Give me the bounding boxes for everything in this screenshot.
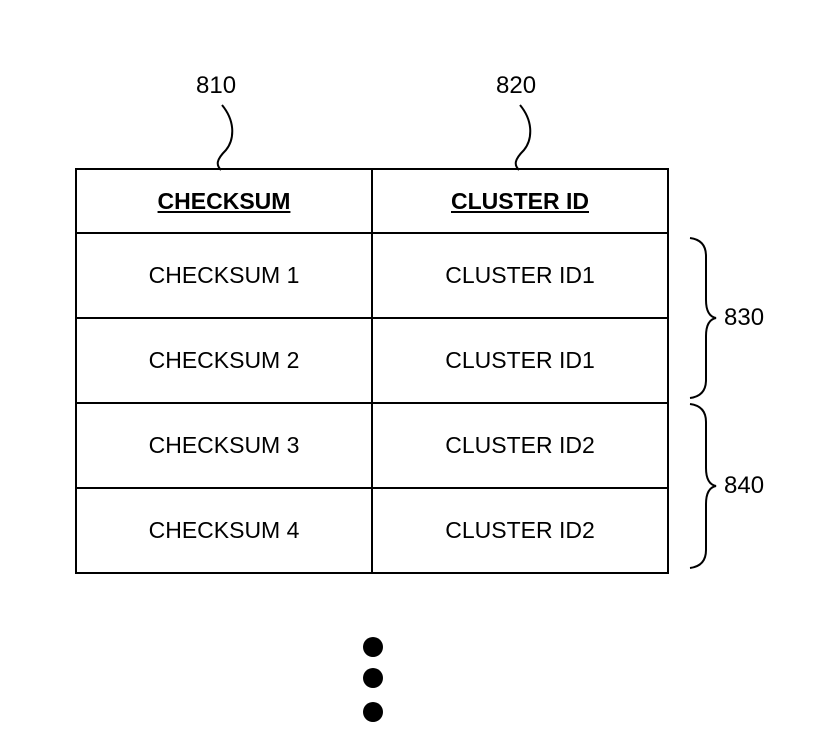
- checksum-cell: CHECKSUM 1: [75, 232, 373, 319]
- table-row: CHECKSUM 4 CLUSTER ID2: [75, 487, 669, 574]
- checksum-cell: CHECKSUM 4: [75, 487, 373, 574]
- continuation-dot: [363, 637, 383, 657]
- table-row: CHECKSUM 2 CLUSTER ID1: [75, 317, 669, 404]
- ref-label-810: 810: [196, 72, 237, 99]
- cluster-id-cell: CLUSTER ID1: [371, 317, 669, 404]
- cluster-id-cell: CLUSTER ID2: [371, 487, 669, 574]
- leader-line-810: [216, 104, 234, 171]
- leader-line-820: [514, 104, 532, 171]
- continuation-dot: [363, 668, 383, 688]
- header-checksum: CHECKSUM: [75, 168, 373, 234]
- table-row: CHECKSUM 1 CLUSTER ID1: [75, 232, 669, 319]
- checksum-cluster-table: CHECKSUM CLUSTER ID CHECKSUM 1 CLUSTER I…: [75, 168, 669, 574]
- ref-label-830: 830: [724, 304, 765, 331]
- brace-830: [689, 237, 717, 399]
- header-cluster-id: CLUSTER ID: [371, 168, 669, 234]
- continuation-dot: [363, 702, 383, 722]
- table-header-row: CHECKSUM CLUSTER ID: [75, 168, 669, 234]
- checksum-cell: CHECKSUM 3: [75, 402, 373, 489]
- ref-label-840: 840: [724, 472, 765, 499]
- ref-label-820: 820: [496, 72, 537, 99]
- cluster-id-cell: CLUSTER ID1: [371, 232, 669, 319]
- checksum-cell: CHECKSUM 2: [75, 317, 373, 404]
- cluster-id-cell: CLUSTER ID2: [371, 402, 669, 489]
- brace-840: [689, 403, 717, 569]
- table-row: CHECKSUM 3 CLUSTER ID2: [75, 402, 669, 489]
